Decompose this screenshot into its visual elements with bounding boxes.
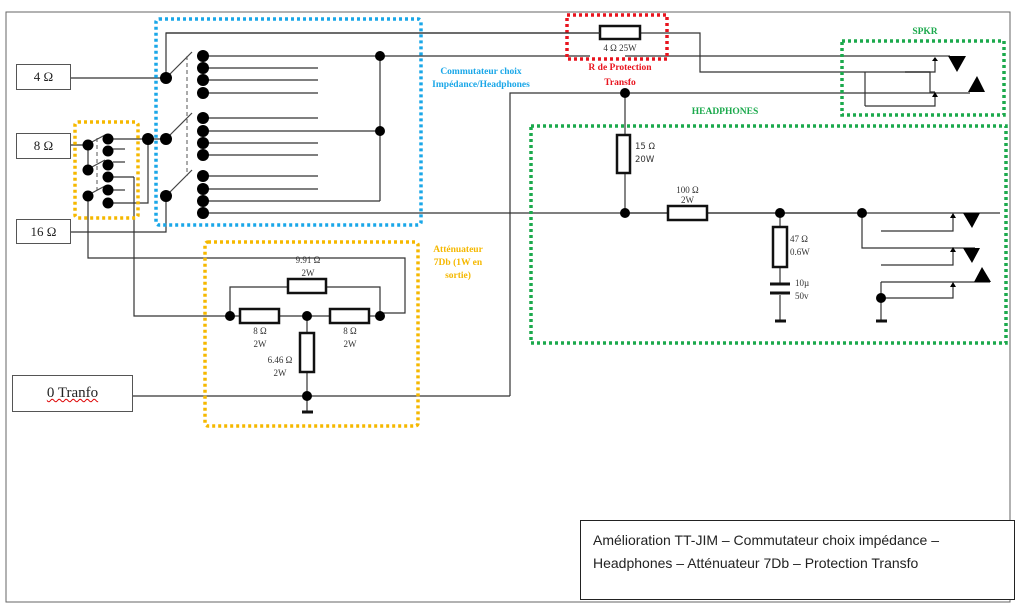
zone-protection (565, 13, 669, 61)
spkr-tip-icon (948, 56, 966, 72)
zone-label-line: 7Db (1W en (433, 258, 483, 268)
hp-tip-icon (963, 213, 980, 228)
arrow-icon (950, 282, 956, 287)
zone-label-protection: R de Protection Transfo (570, 62, 670, 90)
switch-linkage (96, 56, 188, 190)
zone-label-line: Atténuateur (433, 245, 483, 255)
title-line-1: Amélioration TT-JIM – Commutateur choix … (593, 532, 939, 548)
resistor-8b (328, 307, 371, 325)
junction-dots (82, 50, 886, 401)
component-power: 2W (253, 339, 267, 349)
zone-label-spkr: SPKR (912, 27, 938, 37)
component-power: 20W (635, 155, 655, 165)
component-value: 6.46 Ω (267, 355, 293, 365)
component-value: 9.91 Ω (295, 255, 321, 265)
resistor-protection (598, 24, 642, 41)
input-16-ohm: 16 Ω (16, 219, 71, 244)
label-r-100: 100 Ω 2W (665, 184, 710, 207)
input-0-tranfo: 0 Tranfo (12, 375, 133, 412)
zone-label-line: Transfo (604, 78, 636, 88)
input-4-ohm: 4 Ω (16, 64, 71, 90)
component-power: 2W (273, 368, 287, 378)
arrow-icon (950, 247, 956, 252)
zone-commutateur (154, 17, 423, 227)
component-value: 10µ (795, 278, 810, 288)
label-r-15: 15 Ω 20W (635, 141, 655, 167)
zone-headphones (529, 124, 1008, 345)
component-value: 15 Ω (635, 142, 656, 152)
component-power: 0.6W (790, 247, 810, 257)
resistor-100 (666, 204, 709, 222)
component-value: 8 Ω (253, 326, 267, 336)
hp-ring-icon (963, 248, 980, 263)
resistor-8a (238, 307, 281, 325)
component-power: 2W (681, 195, 694, 205)
label-r-8a: 8 Ω 2W (240, 325, 280, 351)
label-r-646: 6.46 Ω 2W (262, 354, 298, 380)
zone-label-line: sortie) (445, 271, 471, 281)
spkr-ring-icon (968, 76, 985, 92)
zone-label-attenuateur: Atténuateur 7Db (1W en sortie) (423, 244, 493, 283)
zone-label-commutateur: Commutateur choix Impédance/Headphones (425, 66, 537, 92)
arrow-icon (932, 57, 938, 61)
component-power: 2W (343, 339, 357, 349)
input-0-tranfo-label: 0 Tranfo (46, 385, 99, 401)
page-border (5, 11, 1011, 603)
title-block: Amélioration TT-JIM – Commutateur choix … (580, 520, 1015, 600)
resistor-991 (286, 277, 328, 295)
label-r-8b: 8 Ω 2W (330, 325, 370, 351)
zone-spkr (840, 39, 1006, 117)
zone-label-headphones: HEADPHONES (691, 107, 759, 117)
zone-attenuateur (203, 240, 420, 428)
ground-symbols (302, 319, 887, 414)
component-value: 8 Ω (343, 326, 357, 336)
zone-label-line: Commutateur choix (440, 67, 522, 77)
label-c-10: 10µ 50v (795, 277, 809, 303)
hp-sleeve-icon (974, 267, 991, 282)
component-value: 47 Ω (790, 234, 808, 244)
arrow-icon (950, 213, 956, 218)
resistor-47 (771, 225, 789, 269)
zone-label-line: R de Protection (588, 63, 652, 73)
input-8-ohm: 8 Ω (16, 133, 71, 159)
component-value: 100 Ω (676, 185, 699, 195)
resistors (238, 24, 789, 374)
component-power: 2W (301, 268, 315, 278)
resistor-646 (298, 331, 316, 374)
label-r-47: 47 Ω 0.6W (790, 233, 810, 259)
label-r-991: 9.91 Ω 2W (283, 254, 333, 280)
zone-label-line: Impédance/Headphones (432, 80, 530, 90)
jack-symbols (932, 56, 991, 287)
title-line-2: Headphones – Atténuateur 7Db – Protectio… (593, 555, 919, 571)
component-power: 50v (795, 291, 809, 301)
resistor-15 (615, 133, 632, 175)
capacitor-10u (770, 282, 790, 295)
arrow-icon (932, 92, 938, 97)
label-r-protection: 4 Ω 25W (603, 43, 637, 53)
